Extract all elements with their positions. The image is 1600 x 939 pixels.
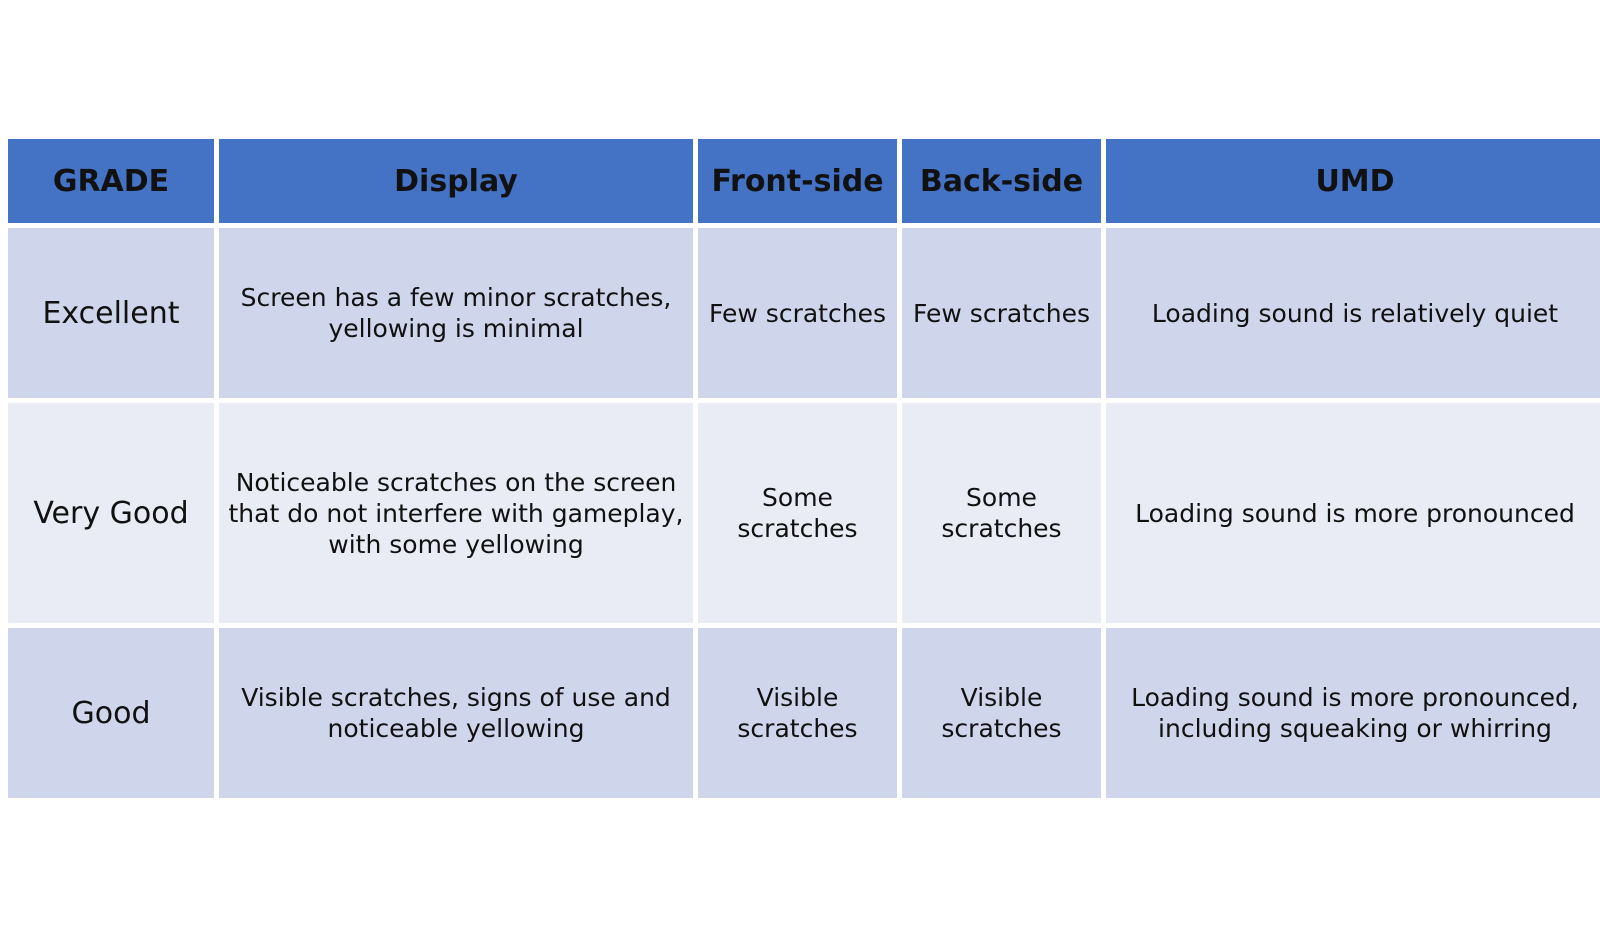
header-front-side: Front-side [698, 139, 897, 223]
display-text: Screen has a few minor scratches, yellow… [240, 283, 672, 343]
header-grade: GRADE [8, 139, 214, 223]
header-umd: UMD [1106, 139, 1600, 223]
header-back-side: Back-side [902, 139, 1101, 223]
header-grade-label: GRADE [52, 163, 170, 199]
front-side-text: Visible scratches [737, 683, 858, 743]
display-cell: Screen has a few minor scratches, yellow… [219, 228, 693, 398]
grade-cell: Good [8, 628, 214, 798]
umd-cell: Loading sound is relatively quiet [1106, 228, 1600, 398]
front-side-text: Some scratches [737, 483, 858, 543]
back-side-cell: Visible scratches [902, 628, 1101, 798]
header-umd-label: UMD [1315, 163, 1395, 199]
grade-table: GRADE Display Front-side Back-side UMD E… [8, 139, 1600, 798]
grade-cell: Very Good [8, 403, 214, 623]
header-display-label: Display [394, 163, 518, 199]
back-side-cell: Some scratches [902, 403, 1101, 623]
back-side-text: Some scratches [941, 483, 1062, 543]
front-side-cell: Some scratches [698, 403, 897, 623]
umd-cell: Loading sound is more pronounced, includ… [1106, 628, 1600, 798]
back-side-text: Visible scratches [941, 683, 1062, 743]
umd-text: Loading sound is more pronounced, includ… [1131, 683, 1579, 743]
display-cell: Noticeable scratches on the screen that … [219, 403, 693, 623]
grade-cell: Excellent [8, 228, 214, 398]
display-text: Noticeable scratches on the screen that … [228, 467, 684, 559]
header-display: Display [219, 139, 693, 223]
grade-label: Very Good [33, 495, 189, 531]
grade-label: Good [71, 695, 151, 731]
header-front-side-label: Front-side [711, 163, 884, 199]
back-side-text: Few scratches [913, 298, 1090, 328]
front-side-text: Few scratches [709, 298, 886, 328]
display-cell: Visible scratches, signs of use and noti… [219, 628, 693, 798]
front-side-cell: Few scratches [698, 228, 897, 398]
umd-cell: Loading sound is more pronounced [1106, 403, 1600, 623]
umd-text: Loading sound is more pronounced [1135, 498, 1575, 528]
front-side-cell: Visible scratches [698, 628, 897, 798]
grade-label: Excellent [42, 295, 180, 331]
umd-text: Loading sound is relatively quiet [1151, 298, 1559, 328]
display-text: Visible scratches, signs of use and noti… [241, 683, 671, 743]
header-back-side-label: Back-side [919, 163, 1084, 199]
back-side-cell: Few scratches [902, 228, 1101, 398]
